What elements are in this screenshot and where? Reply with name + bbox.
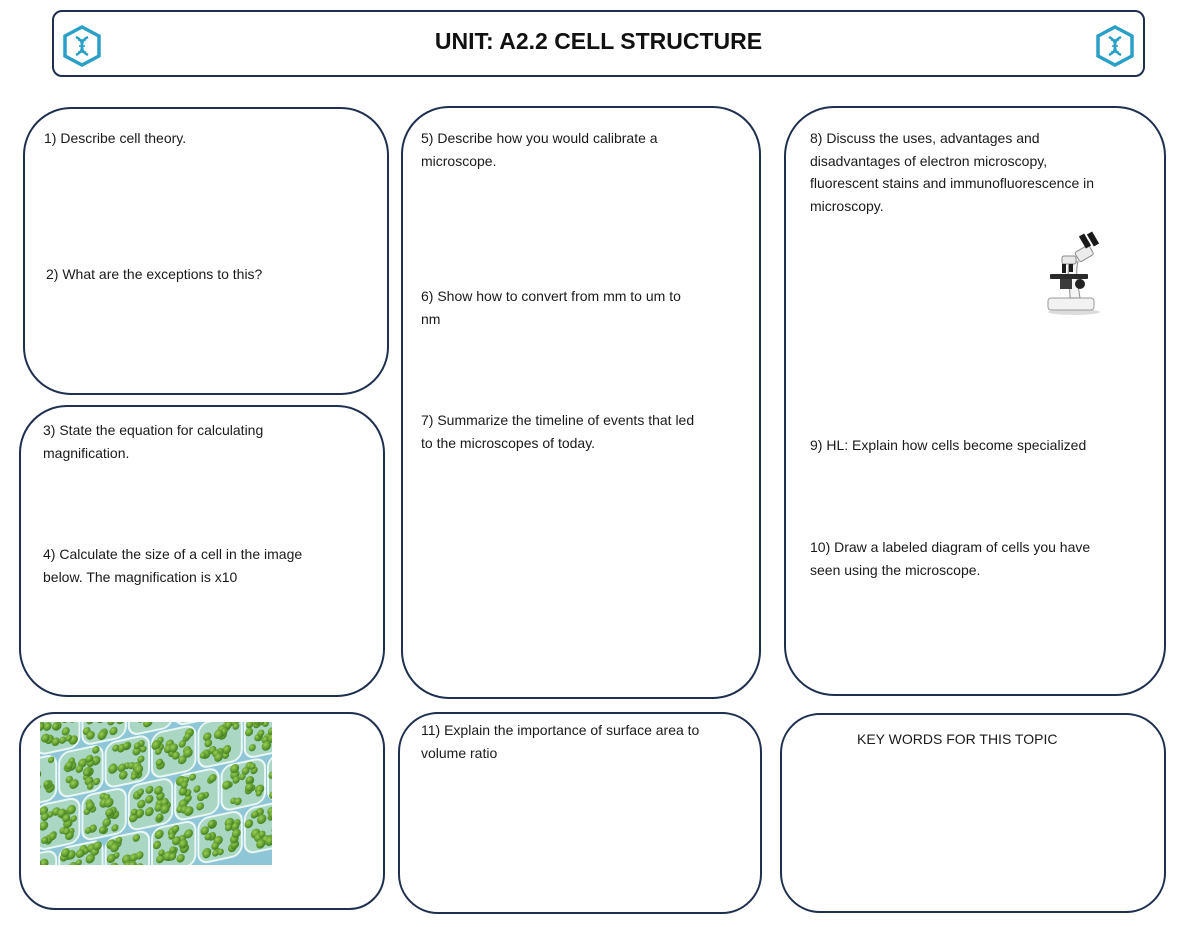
question-11-line-1: 11) Explain the importance of surface ar…	[421, 722, 700, 738]
box-electron-microscopy	[784, 106, 1166, 696]
question-4-line-2: below. The magnification is x10	[43, 568, 238, 585]
key-words-heading: KEY WORDS FOR THIS TOPIC	[857, 731, 1058, 747]
question-10-line-2: seen using the microscope.	[810, 561, 981, 578]
header-banner: UNIT: A2.2 CELL STRUCTURE	[52, 10, 1145, 77]
question-5-line-1: 5) Describe how you would calibrate a	[421, 130, 658, 146]
question-2: 2) What are the exceptions to this?	[46, 266, 263, 282]
question-4: 4) Calculate the size of a cell in the i…	[43, 543, 302, 588]
question-11: 11) Explain the importance of surface ar…	[421, 719, 699, 764]
question-11-line-2: volume ratio	[421, 744, 498, 761]
question-7: 7) Summarize the timeline of events that…	[421, 409, 694, 454]
question-5: 5) Describe how you would calibrate a mi…	[421, 127, 658, 172]
question-10-line-1: 10) Draw a labeled diagram of cells you …	[810, 539, 1091, 555]
question-1: 1) Describe cell theory.	[44, 130, 187, 146]
box-microscopes	[401, 106, 761, 699]
question-6: 6) Show how to convert from mm to um to …	[421, 285, 681, 330]
box-surface-area	[398, 712, 762, 914]
box-cell-theory	[23, 107, 389, 395]
question-7-line-2: to the microscopes of today.	[421, 434, 596, 451]
question-6-line-1: 6) Show how to convert from mm to um to	[421, 288, 681, 304]
question-5-line-2: microscope.	[421, 152, 497, 169]
question-3-line-2: magnification.	[43, 444, 130, 461]
dna-hexagon-icon	[1096, 25, 1134, 67]
question-6-line-2: nm	[421, 310, 441, 327]
question-3: 3) State the equation for calculating ma…	[43, 419, 263, 464]
question-8-line-2: disadvantages of electron microscopy,	[810, 152, 1048, 169]
question-4-line-1: 4) Calculate the size of a cell in the i…	[43, 546, 303, 562]
question-9: 9) HL: Explain how cells become speciali…	[810, 437, 1087, 453]
question-8-line-3: fluorescent stains and immunofluorescenc…	[810, 175, 1095, 191]
question-3-line-1: 3) State the equation for calculating	[43, 422, 264, 438]
plant-cells-micrograph	[40, 722, 272, 865]
question-10: 10) Draw a labeled diagram of cells you …	[810, 536, 1090, 581]
question-7-line-1: 7) Summarize the timeline of events that…	[421, 412, 695, 428]
microscope-icon	[1047, 231, 1100, 315]
dna-hexagon-icon	[63, 25, 101, 67]
question-8-line-4: microscopy.	[810, 197, 884, 214]
question-8: 8) Discuss the uses, advantages and disa…	[810, 127, 1094, 217]
box-key-words	[780, 713, 1166, 913]
question-8-line-1: 8) Discuss the uses, advantages and	[810, 130, 1040, 146]
box-magnification	[19, 405, 385, 697]
page-title: UNIT: A2.2 CELL STRUCTURE	[434, 28, 763, 54]
